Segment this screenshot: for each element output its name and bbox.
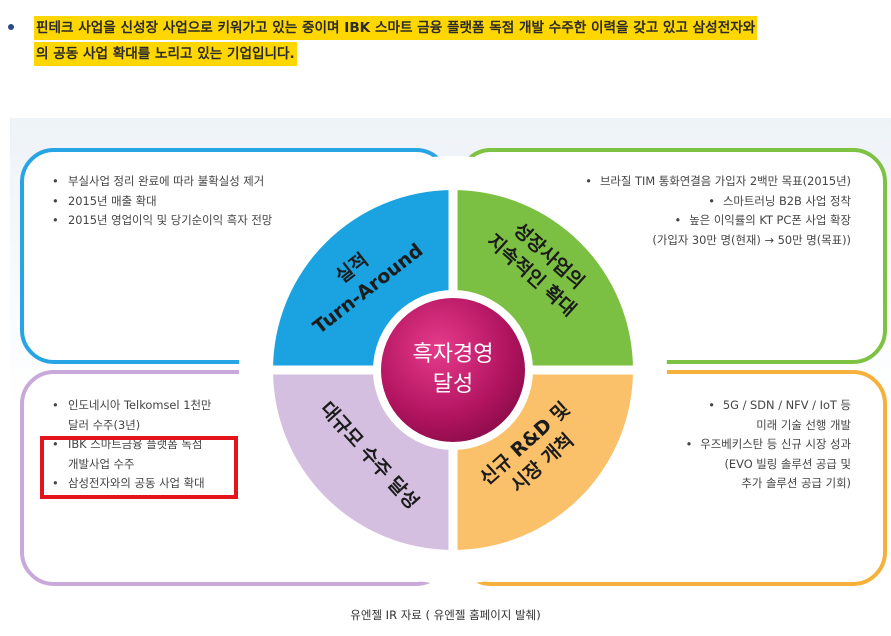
list-item-cont: 달러 수주(3년) (68, 417, 141, 432)
center-circle (381, 298, 525, 442)
list-item: •브라질 TIM 통화연결음 가입자 2백만 목표(2015년) (585, 174, 851, 188)
list-item: •2015년 매출 확대 (52, 193, 157, 208)
figure-caption: 유엔젤 IR 자료 ( 유엔젤 홈페이지 발췌) (350, 608, 541, 622)
list-item: •높은 이익률의 KT PC폰 사업 확장 (674, 213, 851, 227)
list-item: •IBK 스마트금융 플랫폼 독점 (52, 437, 203, 451)
list-item-cont: 개발사업 수주 (68, 456, 135, 471)
list-item-cont: (EVO 빌링 솔루션 공급 및 (724, 456, 851, 471)
summary-line-1: 핀테크 사업을 신성장 사업으로 키워가고 있는 중이며 IBK 스마트 금융 … (34, 16, 758, 40)
list-item: •2015년 영업이익 및 당기순이익 흑자 전망 (52, 213, 273, 227)
list-item: •우즈베키스탄 등 신규 시장 성과 (685, 437, 851, 451)
top-right-list: •브라질 TIM 통화연결음 가입자 2백만 목표(2015년) •스마트러닝 … (585, 172, 851, 250)
bullet-dot-icon (8, 24, 14, 30)
list-item-cont: 미래 기술 선행 개발 (756, 417, 851, 432)
list-item-cont: (가입자 30만 명(현재) → 50만 명(목표)) (652, 232, 851, 247)
red-highlight-box (40, 436, 238, 499)
list-item: •5G / SDN / NFV / IoT 등 (708, 398, 851, 412)
bottom-left-list: •인도네시아 Telkomsel 1천만 달러 수주(3년) •IBK 스마트금… (52, 396, 211, 494)
list-item: •인도네시아 Telkomsel 1천만 (52, 398, 212, 412)
list-item: •부실사업 정리 완료에 따라 불확실성 제거 (52, 174, 265, 188)
center-text-2: 달성 (433, 372, 473, 397)
list-item: •삼성전자와의 공동 사업 확대 (52, 476, 205, 490)
summary-line-2: 의 공동 사업 확대를 노리고 있는 기업입니다. (34, 42, 297, 66)
top-left-list: •부실사업 정리 완료에 따라 불확실성 제거 •2015년 매출 확대 •20… (52, 172, 272, 231)
bottom-right-list: •5G / SDN / NFV / IoT 등 미래 기술 선행 개발 •우즈베… (686, 396, 851, 494)
list-item: •스마트러닝 B2B 사업 정착 (708, 193, 851, 208)
center-text-1: 흑자경영 (413, 342, 494, 367)
list-item-cont: 추가 솔루션 공급 기회) (741, 476, 851, 490)
